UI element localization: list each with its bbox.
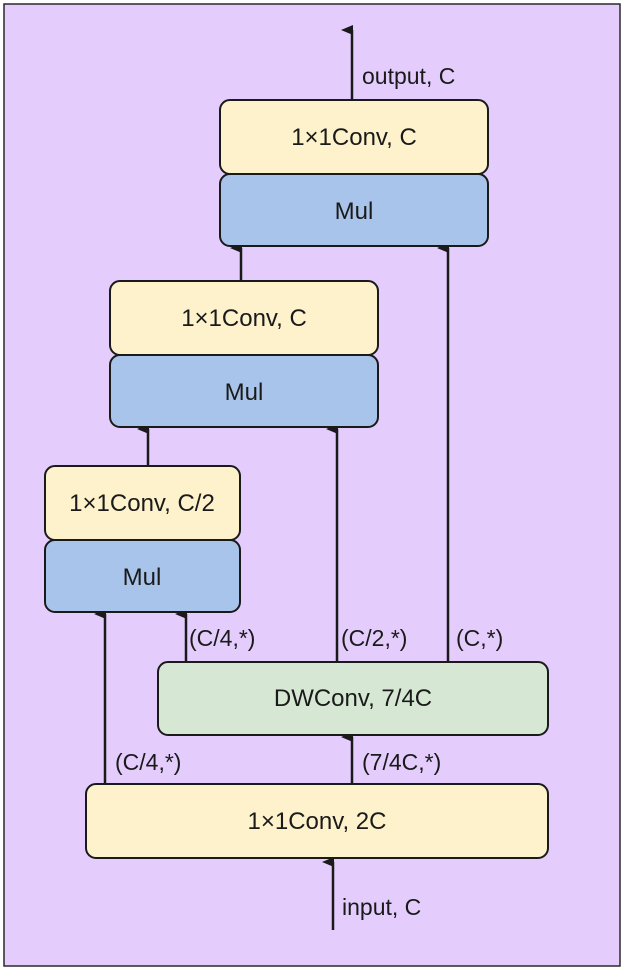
input-conv-box	[85, 783, 549, 859]
split-c4-label: (C/4,*)	[115, 749, 181, 775]
top-conv-label: 1×1Conv, C	[291, 124, 417, 151]
output-label: output, C	[362, 63, 455, 89]
input-label: input, C	[342, 894, 421, 920]
dw-c4-label: (C/4,*)	[189, 625, 255, 651]
dwconv-label: DWConv, 7/4C	[274, 685, 432, 712]
top-block: 1×1Conv, C Mul	[219, 99, 489, 247]
mid-mul-box	[109, 354, 379, 428]
mid-conv-label: 1×1Conv, C	[181, 305, 307, 332]
mid-mul-label: Mul	[225, 379, 264, 406]
low-mul-box	[44, 539, 241, 613]
top-mul-box	[219, 173, 489, 247]
top-mul-label: Mul	[335, 198, 374, 225]
low-mul-label: Mul	[123, 564, 162, 591]
dwconv-box	[157, 661, 549, 736]
split-7-4c-label: (7/4C,*)	[362, 749, 441, 775]
input-conv-label: 1×1Conv, 2C	[248, 808, 387, 835]
arrows	[94, 25, 450, 930]
low-conv-label: 1×1Conv, C/2	[69, 490, 215, 517]
mid-block: 1×1Conv, C Mul	[109, 280, 379, 428]
dw-c2-label: (C/2,*)	[341, 625, 407, 651]
dw-c-label: (C,*)	[456, 625, 503, 651]
low-block: 1×1Conv, C/2 Mul	[44, 465, 241, 613]
